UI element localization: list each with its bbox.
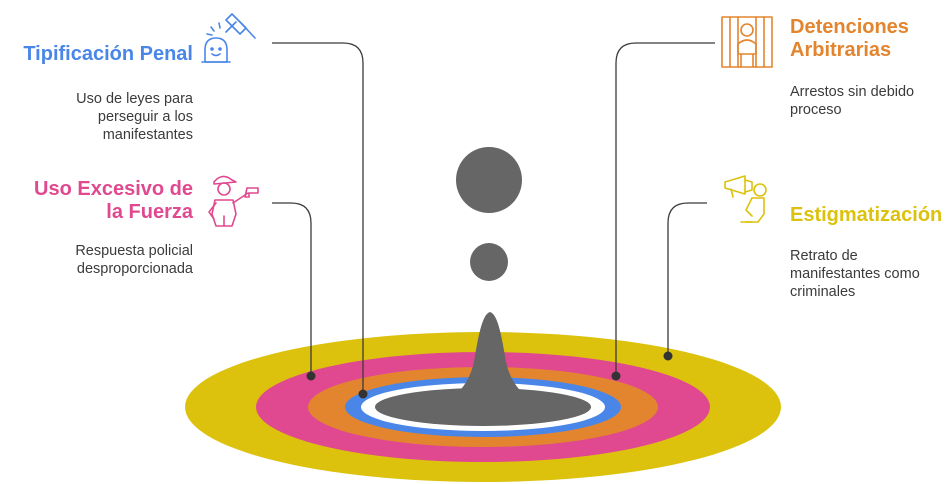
connector-dot-penal xyxy=(358,389,368,399)
drop-small xyxy=(470,243,508,281)
penal-title: Tipificación Penal xyxy=(23,43,193,65)
force-title-line2: la Fuerza xyxy=(106,201,193,223)
detentions-title-line1: Detenciones xyxy=(790,16,909,38)
megaphone-person-icon xyxy=(724,175,767,223)
connector-stigma xyxy=(667,202,707,356)
label-force: Uso Excesivo de la Fuerza xyxy=(34,178,193,224)
connector-dot-detentions xyxy=(611,371,621,381)
penal-description: Uso de leyes para perseguir a los manife… xyxy=(76,90,193,144)
force-description: Respuesta policial desproporcionada xyxy=(75,242,193,278)
stigma-title: Estigmatización xyxy=(790,204,943,226)
force-title-line1: Uso Excesivo de xyxy=(34,178,193,200)
drop-large xyxy=(456,147,522,213)
stigma-description: Retrato de manifestantes como criminales xyxy=(790,247,920,301)
stigma-desc-line1: Retrato de xyxy=(790,248,858,264)
penal-desc-line3: manifestantes xyxy=(102,127,193,143)
connector-force xyxy=(272,202,312,376)
drop-splash xyxy=(420,312,560,410)
detentions-description: Arrestos sin debido proceso xyxy=(790,83,914,119)
force-desc-line1: Respuesta policial xyxy=(75,243,193,259)
force-desc-line2: desproporcionada xyxy=(76,261,193,277)
detentions-desc-line2: proceso xyxy=(790,102,842,118)
jail-cell-icon xyxy=(721,16,773,68)
connector-detentions xyxy=(615,42,715,376)
gavel-icon xyxy=(201,13,256,63)
stigma-desc-line2: manifestantes como xyxy=(790,266,920,282)
connector-dot-stigma xyxy=(663,351,673,361)
label-stigma: Estigmatización xyxy=(790,204,942,227)
label-penal: Tipificación Penal xyxy=(23,43,193,66)
stigma-desc-line3: criminales xyxy=(790,284,856,300)
detentions-desc-line1: Arrestos sin debido xyxy=(790,84,915,100)
connector-dot-force xyxy=(306,371,316,381)
police-gun-icon xyxy=(208,175,259,227)
connector-penal xyxy=(272,42,364,394)
penal-desc-line1: Uso de leyes para xyxy=(76,91,193,107)
label-detentions: Detenciones Arbitrarias xyxy=(790,16,909,62)
penal-desc-line2: perseguir a los xyxy=(97,109,193,125)
detentions-title-line2: Arbitrarias xyxy=(790,39,892,61)
